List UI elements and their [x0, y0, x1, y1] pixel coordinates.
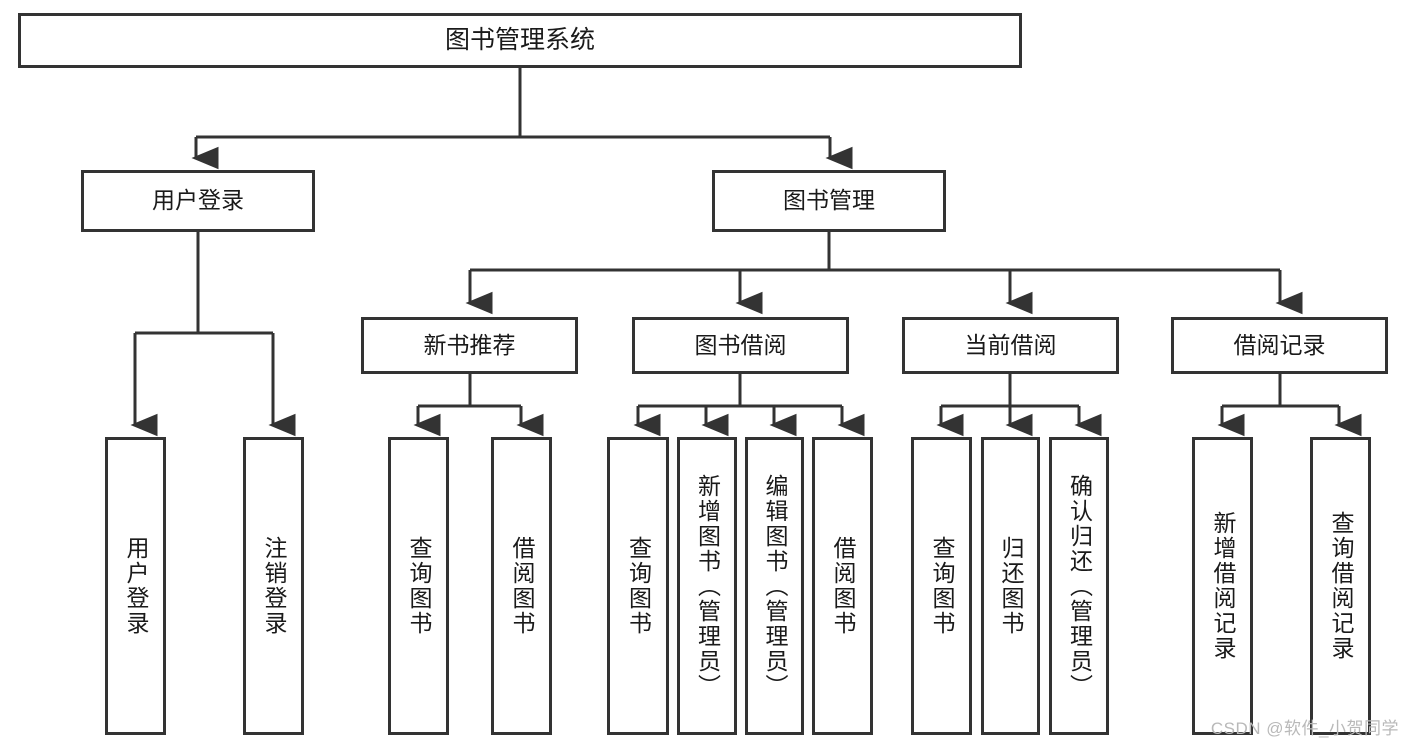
node-label: 注销登录 — [261, 536, 287, 636]
leaf-borrow-record-query[interactable]: 查询借阅记录 — [1310, 437, 1371, 735]
node-new-book-recommend[interactable]: 新书推荐 — [361, 317, 578, 374]
leaf-book-borrow-add[interactable]: 新增图书（管理员） — [677, 437, 737, 735]
node-root-system[interactable]: 图书管理系统 — [18, 13, 1022, 68]
node-label: 当前借阅 — [964, 331, 1057, 358]
leaf-book-borrow-query[interactable]: 查询图书 — [607, 437, 669, 735]
node-label: 图书管理系统 — [444, 25, 595, 54]
node-label: 用户登录 — [152, 187, 244, 214]
node-label: 归还图书 — [998, 536, 1024, 636]
node-label: 查询图书 — [625, 536, 652, 636]
leaf-user-login-login[interactable]: 用户登录 — [105, 437, 166, 735]
watermark-text: CSDN @软件_小贺同学 — [1210, 719, 1399, 738]
node-current-borrow[interactable]: 当前借阅 — [902, 317, 1119, 374]
node-label: 用户登录 — [123, 536, 149, 636]
node-book-management[interactable]: 图书管理 — [712, 170, 946, 232]
leaf-current-borrow-confirm[interactable]: 确认归还（管理员） — [1049, 437, 1109, 735]
node-book-borrow[interactable]: 图书借阅 — [632, 317, 849, 374]
node-label: 查询图书 — [929, 536, 955, 636]
node-label: 借阅记录 — [1233, 331, 1326, 358]
node-label: 新书推荐 — [423, 331, 516, 358]
node-label: 借阅图书 — [509, 536, 535, 636]
leaf-book-borrow-edit[interactable]: 编辑图书（管理员） — [745, 437, 804, 735]
node-label: 查询借阅记录 — [1328, 511, 1354, 661]
node-label: 编辑图书（管理员） — [762, 473, 788, 699]
leaf-new-book-borrow[interactable]: 借阅图书 — [491, 437, 552, 735]
node-label: 新增图书（管理员） — [694, 473, 721, 699]
leaf-current-borrow-return[interactable]: 归还图书 — [981, 437, 1040, 735]
leaf-current-borrow-query[interactable]: 查询图书 — [911, 437, 972, 735]
leaf-user-login-logout[interactable]: 注销登录 — [243, 437, 304, 735]
node-label: 图书借阅 — [694, 331, 787, 358]
leaf-new-book-query[interactable]: 查询图书 — [388, 437, 449, 735]
node-borrow-record[interactable]: 借阅记录 — [1171, 317, 1388, 374]
leaf-book-borrow-borrow[interactable]: 借阅图书 — [812, 437, 873, 735]
leaf-borrow-record-add[interactable]: 新增借阅记录 — [1192, 437, 1253, 735]
node-user-login[interactable]: 用户登录 — [81, 170, 315, 232]
node-label: 借阅图书 — [830, 536, 856, 636]
node-label: 查询图书 — [406, 536, 432, 636]
node-label: 确认归还（管理员） — [1066, 473, 1093, 699]
node-label: 新增借阅记录 — [1210, 511, 1236, 661]
node-label: 图书管理 — [783, 187, 875, 214]
